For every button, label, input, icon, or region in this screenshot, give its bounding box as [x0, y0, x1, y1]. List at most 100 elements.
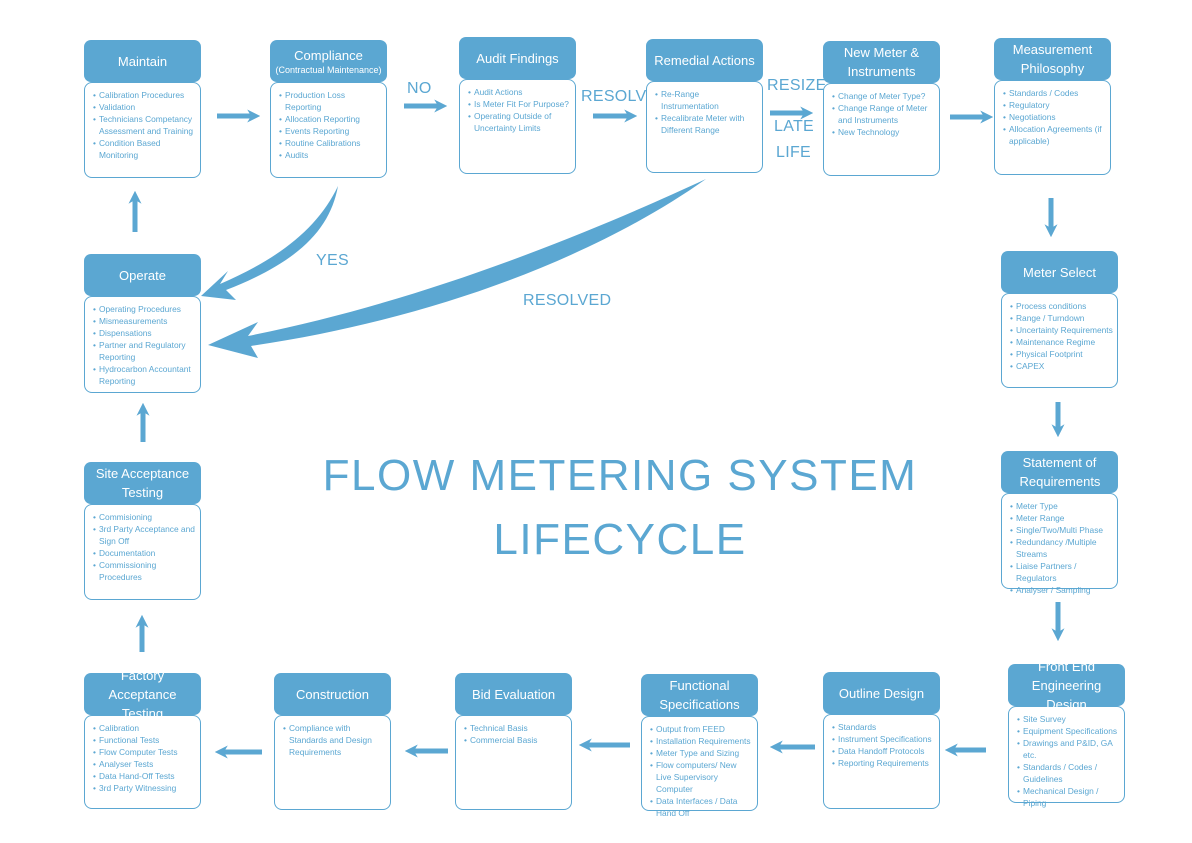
node-outline-design: Standards Instrument Specifications Data… — [823, 672, 940, 809]
list-item: Installation Requirements — [650, 735, 753, 747]
arrow-remedial-resolved-to-operate — [208, 179, 706, 358]
maintain-items: Calibration Procedures Validation Techni… — [85, 83, 200, 165]
label-no: NO — [407, 80, 432, 97]
list-item: Change of Meter Type? — [832, 90, 935, 102]
node-title: New Meter & Instruments — [843, 45, 920, 79]
title-line-2: LIFECYCLE — [493, 515, 747, 564]
node-header: Functional Specifications — [641, 674, 758, 716]
node-title: Operate — [119, 267, 166, 283]
node-subtitle: (Contractual Maintenance) — [275, 65, 382, 75]
node-header: Operate — [84, 254, 201, 296]
node-title: Measurement Philosophy — [1012, 42, 1093, 76]
list-item: Meter Type and Sizing — [650, 747, 753, 759]
list-item: Operating Outside of Uncertainty Limits — [468, 110, 571, 134]
list-item: Redundancy /Multiple Streams — [1010, 536, 1113, 560]
node-sat: Commisioning 3rd Party Acceptance and Si… — [84, 462, 201, 600]
node-construction: Compliance with Standards and Design Req… — [274, 673, 391, 810]
compliance-items: Production Loss Reporting Allocation Rep… — [271, 83, 386, 165]
node-title: Maintain — [117, 53, 168, 69]
node-title: Outline Design — [838, 685, 925, 701]
node-title: Functional Specifications — [659, 678, 740, 712]
list-item: Audits — [279, 149, 382, 161]
remedial-actions-items: Re-Range Instrumentation Recalibrate Met… — [647, 82, 762, 140]
list-item: Calibration — [93, 722, 196, 734]
node-title: Meter Select — [1023, 264, 1096, 280]
label-yes: YES — [316, 252, 349, 269]
node-operate: Operating Procedures Mismeasurements Dis… — [84, 254, 201, 393]
list-item: Allocation Agreements (if applicable) — [1003, 123, 1106, 147]
list-item: Commissioning Procedures — [93, 559, 196, 583]
list-item: Production Loss Reporting — [279, 89, 382, 113]
node-compliance: Production Loss Reporting Allocation Rep… — [270, 40, 387, 178]
node-title: Factory Acceptance Testing — [108, 667, 177, 721]
list-item: Flow Computer Tests — [93, 746, 196, 758]
node-new-meter: Change of Meter Type? Change Range of Me… — [823, 41, 940, 176]
node-header: Front End Engineering Design — [1008, 659, 1125, 712]
list-item: Validation — [93, 101, 196, 113]
node-header: Remedial Actions — [646, 39, 763, 81]
list-item: Data Handoff Protocols — [832, 745, 935, 757]
list-item: Routine Calibrations — [279, 137, 382, 149]
label-life: LIFE — [776, 144, 811, 161]
list-item: Audit Actions — [468, 86, 571, 98]
sat-items: Commisioning 3rd Party Acceptance and Si… — [85, 505, 200, 587]
list-item: Commisioning — [93, 511, 196, 523]
list-item: Condition Based Monitoring — [93, 137, 196, 161]
arrow-compliance-yes-to-operate — [201, 186, 338, 300]
list-item: CAPEX — [1010, 360, 1113, 372]
list-item: Meter Type — [1010, 500, 1113, 512]
list-item: Maintenance Regime — [1010, 336, 1113, 348]
list-item: Dispensations — [93, 327, 196, 339]
list-item: Events Reporting — [279, 125, 382, 137]
list-item: Analyser Tests — [93, 758, 196, 770]
node-title: Front End Engineering Design — [1031, 658, 1102, 712]
list-item: Hydrocarbon Accountant Reporting — [93, 363, 196, 387]
title-line-1: FLOW METERING SYSTEM — [322, 451, 918, 500]
list-item: Single/Two/Multi Phase — [1010, 524, 1113, 536]
list-item: Standards / Codes — [1003, 87, 1106, 99]
list-item: Uncertainty Requirements — [1010, 324, 1113, 336]
list-item: Standards / Codes / Guidelines — [1017, 761, 1120, 785]
fat-items: Calibration Functional Tests Flow Comput… — [85, 716, 200, 798]
node-header: Factory Acceptance Testing — [84, 668, 201, 721]
list-item: Process conditions — [1010, 300, 1113, 312]
list-item: Drawings and P&ID, GA etc. — [1017, 737, 1120, 761]
list-item: Output from FEED — [650, 723, 753, 735]
list-item: Recalibrate Meter with Different Range — [655, 112, 758, 136]
list-item: Site Survey — [1017, 713, 1120, 725]
label-resolved: RESOLVED — [523, 292, 612, 309]
node-meter-select: Process conditions Range / Turndown Unce… — [1001, 251, 1118, 388]
node-title: Site Acceptance Testing — [95, 466, 190, 500]
node-remedial-actions: Re-Range Instrumentation Recalibrate Met… — [646, 39, 763, 173]
list-item: Equipment Specifications — [1017, 725, 1120, 737]
list-item: Flow computers/ New Live Supervisory Com… — [650, 759, 753, 795]
meter-select-items: Process conditions Range / Turndown Unce… — [1002, 294, 1117, 376]
list-item: Calibration Procedures — [93, 89, 196, 101]
node-fat: Calibration Functional Tests Flow Comput… — [84, 668, 201, 809]
node-bid-evaluation: Technical Basis Commercial Basis Bid Eva… — [455, 673, 572, 810]
new-meter-items: Change of Meter Type? Change Range of Me… — [824, 84, 939, 142]
feed-items: Site Survey Equipment Specifications Dra… — [1009, 707, 1124, 813]
node-maintain: Calibration Procedures Validation Techni… — [84, 40, 201, 178]
list-item: Commercial Basis — [464, 734, 567, 746]
list-item: Is Meter Fit For Purpose? — [468, 98, 571, 110]
list-item: Technicians Competancy Assessment and Tr… — [93, 113, 196, 137]
node-title: Statement of Requirements — [1019, 455, 1101, 489]
list-item: Analyser / Sampling — [1010, 584, 1113, 596]
node-header: Measurement Philosophy — [994, 38, 1111, 80]
node-header: Meter Select — [1001, 251, 1118, 293]
operate-items: Operating Procedures Mismeasurements Dis… — [85, 297, 200, 391]
node-audit-findings: Audit Actions Is Meter Fit For Purpose? … — [459, 37, 576, 174]
node-header: Construction — [274, 673, 391, 715]
list-item: Re-Range Instrumentation — [655, 88, 758, 112]
node-title: Compliance — [294, 48, 363, 63]
list-item: Range / Turndown — [1010, 312, 1113, 324]
node-header: Compliance (Contractual Maintenance) — [270, 40, 387, 82]
node-header: Outline Design — [823, 672, 940, 714]
list-item: Mismeasurements — [93, 315, 196, 327]
bid-evaluation-items: Technical Basis Commercial Basis — [456, 716, 571, 750]
functional-specifications-items: Output from FEED Installation Requiremen… — [642, 717, 757, 823]
construction-items: Compliance with Standards and Design Req… — [275, 716, 390, 762]
node-feed: Site Survey Equipment Specifications Dra… — [1008, 659, 1125, 808]
node-header: Maintain — [84, 40, 201, 82]
